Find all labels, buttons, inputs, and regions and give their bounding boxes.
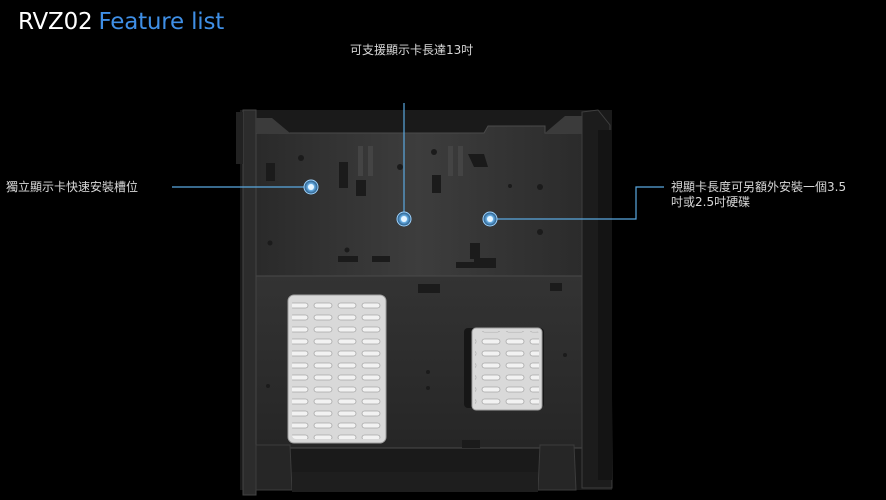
glowing-circle-marker-icon: [396, 211, 412, 227]
feature-list-heading: Feature list: [98, 9, 225, 35]
callout-extra-drive-line-2: 吋或2.5吋硬碟: [671, 195, 751, 209]
model-name: RVZ02: [18, 9, 93, 35]
callout-gpu-slot: 獨立顯示卡快速安裝槽位: [6, 180, 139, 194]
callout-extra-drive: 視顯卡長度可另額外安裝一個3.5 吋或2.5吋硬碟: [671, 180, 846, 210]
callout-extra-drive-line-1: 視顯卡長度可另額外安裝一個3.5: [671, 180, 847, 194]
upper-panel-details: [266, 146, 543, 268]
drive-bay-plate-small: [464, 327, 544, 411]
glowing-circle-marker-icon: [482, 211, 498, 227]
lower-panel-details: [266, 283, 567, 448]
leader-lines: [172, 103, 664, 220]
drive-bay-plate-large: [287, 294, 387, 444]
glowing-circle-marker-icon: [303, 179, 319, 195]
callout-gpu-length: 可支援顯示卡長達13吋: [350, 43, 474, 57]
